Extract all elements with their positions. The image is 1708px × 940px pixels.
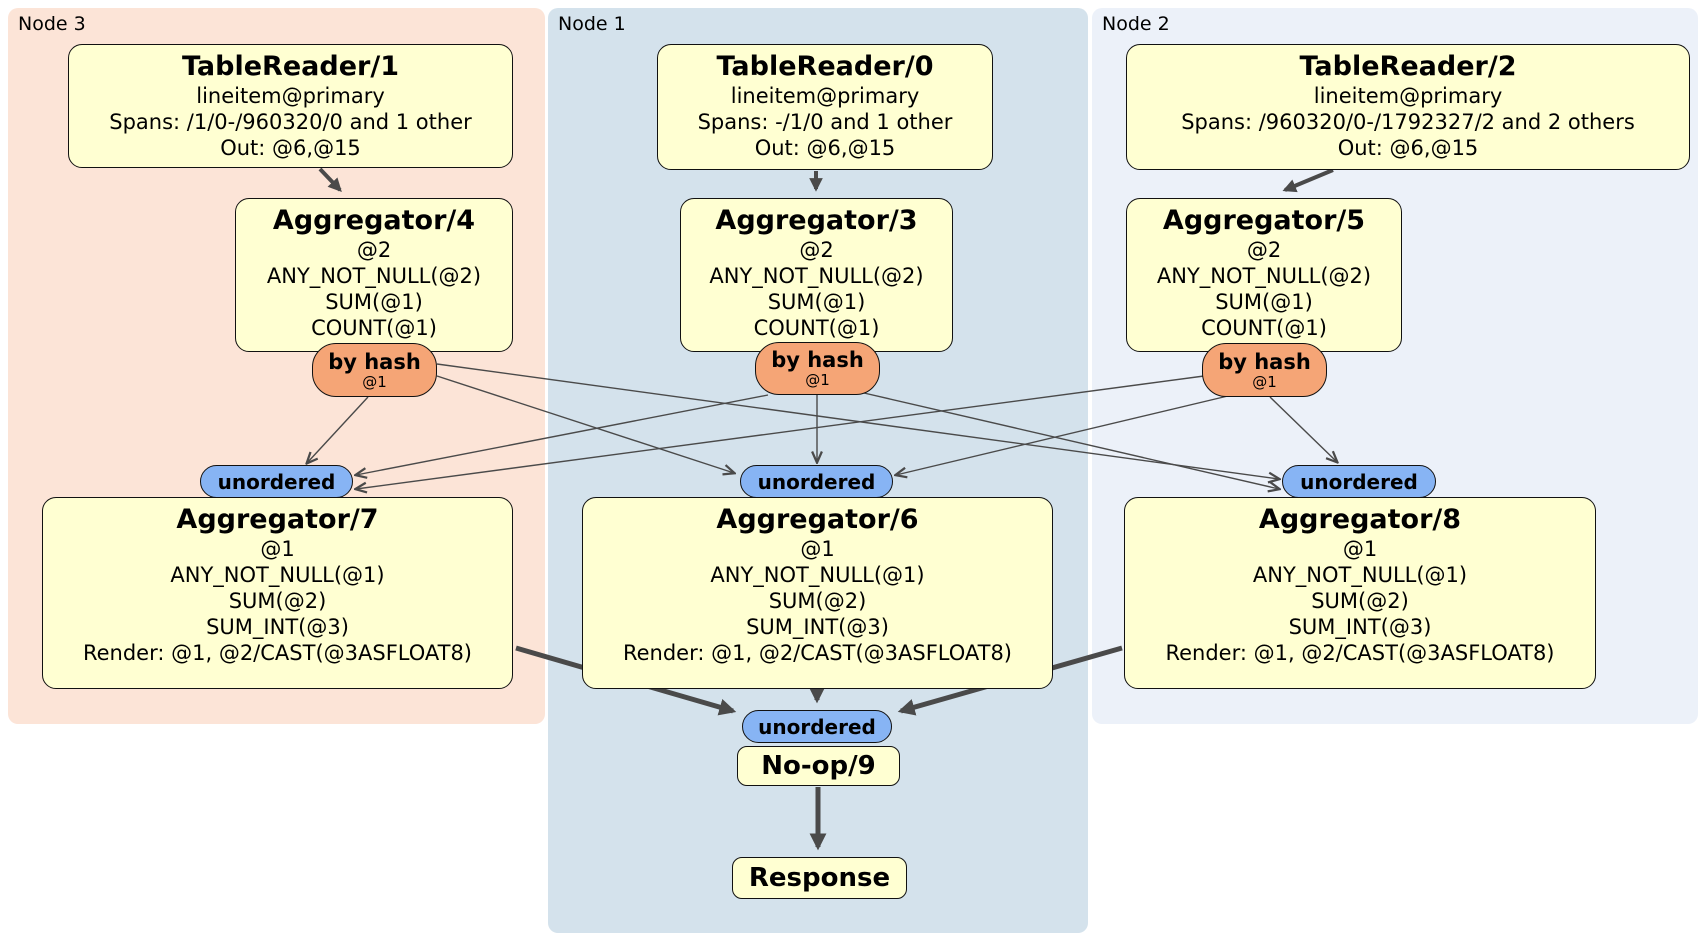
- router-detail: @1: [362, 372, 387, 391]
- response-box: Response: [732, 857, 907, 899]
- processor-tablereader-2: TableReader/2 lineitem@primary Spans: /9…: [1126, 44, 1690, 170]
- processor-detail: Out: @6,@15: [220, 136, 361, 160]
- edge-hash3-sync3: [307, 396, 369, 463]
- processor-detail: @2: [1246, 238, 1282, 262]
- processor-tablereader-1: TableReader/1 lineitem@primary Spans: /1…: [68, 44, 513, 168]
- processor-detail: Render: @1, @2/CAST(@3ASFLOAT8): [82, 641, 473, 665]
- processor-aggregator-7: Aggregator/7 @1 ANY_NOT_NULL(@1) SUM(@2)…: [42, 497, 513, 689]
- sync-unordered-node1: unordered: [740, 465, 893, 498]
- processor-title: TableReader/1: [182, 51, 399, 82]
- processor-title: Aggregator/5: [1162, 205, 1366, 236]
- processor-detail: COUNT(@1): [311, 316, 437, 340]
- processor-tablereader-0: TableReader/0 lineitem@primary Spans: -/…: [657, 44, 993, 170]
- processor-title: No-op/9: [761, 751, 876, 781]
- processor-aggregator-3: Aggregator/3 @2 ANY_NOT_NULL(@2) SUM(@1)…: [680, 198, 953, 352]
- processor-detail: @1: [1342, 537, 1378, 561]
- edge-hash2-sync1: [896, 394, 1233, 475]
- processor-title: Aggregator/6: [716, 504, 919, 535]
- edge-hash2-sync2: [1269, 396, 1337, 462]
- sync-unordered-final: unordered: [742, 710, 892, 743]
- processor-detail: @2: [356, 238, 392, 262]
- response-title: Response: [748, 863, 891, 893]
- processor-detail: lineitem@primary: [196, 84, 385, 108]
- processor-detail: ANY_NOT_NULL(@1): [1252, 563, 1468, 587]
- edge-hash1-sync2: [863, 392, 1279, 489]
- processor-detail: Spans: -/1/0 and 1 other: [697, 110, 953, 134]
- processor-title: Aggregator/3: [715, 205, 918, 236]
- processor-aggregator-5: Aggregator/5 @2 ANY_NOT_NULL(@2) SUM(@1)…: [1126, 198, 1402, 352]
- router-by-hash-node3: by hash @1: [312, 343, 437, 397]
- processor-detail: Spans: /960320/0-/1792327/2 and 2 others: [1181, 110, 1635, 134]
- processor-detail: @1: [260, 537, 295, 561]
- router-detail: @1: [1252, 372, 1277, 391]
- router-detail: @1: [805, 371, 830, 389]
- router-label: by hash: [328, 349, 421, 374]
- sync-unordered-node2: unordered: [1282, 465, 1436, 498]
- processor-title: Aggregator/4: [272, 205, 476, 236]
- processor-detail: COUNT(@1): [753, 316, 880, 340]
- processor-detail: @2: [799, 238, 834, 262]
- processor-detail: Render: @1, @2/CAST(@3ASFLOAT8): [622, 641, 1013, 665]
- edge-hash2-sync3: [356, 375, 1205, 489]
- processor-aggregator-8: Aggregator/8 @1 ANY_NOT_NULL(@1) SUM(@2)…: [1124, 497, 1596, 689]
- processor-detail: Out: @6,@15: [1337, 136, 1479, 160]
- processor-title: TableReader/0: [716, 51, 934, 82]
- node2-label: Node 2: [1102, 13, 1170, 35]
- edge-tr1-agg4: [318, 167, 342, 192]
- processor-detail: SUM(@1): [325, 290, 423, 314]
- processor-title: TableReader/2: [1299, 51, 1517, 82]
- processor-detail: SUM_INT(@3): [206, 615, 349, 639]
- router-label: by hash: [771, 348, 864, 372]
- processor-title: Aggregator/7: [176, 504, 379, 535]
- processor-aggregator-4: Aggregator/4 @2 ANY_NOT_NULL(@2) SUM(@1)…: [235, 198, 513, 352]
- edge-hash3-sync1: [436, 375, 734, 473]
- processor-detail: Render: @1, @2/CAST(@3ASFLOAT8): [1165, 641, 1555, 665]
- router-label: by hash: [1218, 349, 1311, 374]
- processor-title: Aggregator/8: [1258, 504, 1462, 535]
- node1-label: Node 1: [558, 13, 626, 35]
- processor-detail: Spans: /1/0-/960320/0 and 1 other: [109, 110, 472, 134]
- processor-detail: ANY_NOT_NULL(@1): [170, 563, 385, 587]
- processor-detail: ANY_NOT_NULL(@2): [709, 264, 924, 288]
- processor-aggregator-6: Aggregator/6 @1 ANY_NOT_NULL(@1) SUM(@2)…: [582, 497, 1053, 689]
- processor-detail: lineitem@primary: [730, 84, 920, 108]
- processor-detail: SUM(@2): [768, 589, 867, 613]
- processor-detail: COUNT(@1): [1201, 316, 1327, 340]
- processor-detail: Out: @6,@15: [754, 136, 896, 160]
- processor-detail: SUM(@2): [228, 589, 327, 613]
- processor-detail: SUM_INT(@3): [746, 615, 889, 639]
- processor-detail: ANY_NOT_NULL(@1): [710, 563, 925, 587]
- edge-tr2-agg5: [1282, 168, 1334, 193]
- edge-hash1-sync3: [356, 394, 769, 475]
- processor-detail: SUM_INT(@3): [1288, 615, 1432, 639]
- processor-detail: SUM(@1): [767, 290, 866, 314]
- node3-label: Node 3: [18, 13, 86, 35]
- processor-noop-9: No-op/9: [737, 746, 900, 786]
- processor-detail: SUM(@1): [1215, 290, 1313, 314]
- router-by-hash-node1: by hash @1: [755, 342, 880, 395]
- processor-detail: ANY_NOT_NULL(@2): [266, 264, 482, 288]
- router-by-hash-node2: by hash @1: [1202, 343, 1327, 397]
- processor-detail: SUM(@2): [1311, 589, 1409, 613]
- processor-detail: ANY_NOT_NULL(@2): [1156, 264, 1372, 288]
- sync-unordered-node3: unordered: [200, 465, 353, 498]
- processor-detail: @1: [800, 537, 835, 561]
- processor-detail: lineitem@primary: [1313, 84, 1503, 108]
